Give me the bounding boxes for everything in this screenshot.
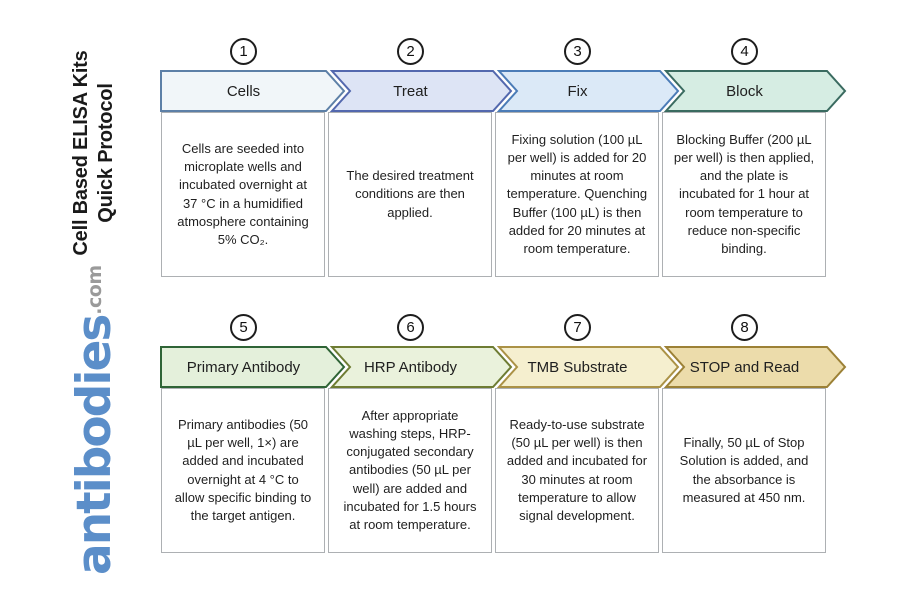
step-description: Ready-to-use substrate (50 µL per well) … bbox=[506, 416, 648, 523]
step-description-box: Cells are seeded into microplate wells a… bbox=[161, 112, 325, 277]
step-label: Block bbox=[726, 82, 763, 100]
step-2: 2 Treat The desired treatment conditions… bbox=[327, 38, 513, 277]
step-label: TMB Substrate bbox=[527, 358, 628, 376]
step-number-badge: 2 bbox=[397, 38, 424, 65]
step-arrow-shape bbox=[160, 346, 346, 388]
step-6-header: HRP Antibody bbox=[327, 346, 513, 388]
step-label: HRP Antibody bbox=[363, 358, 458, 376]
step-3: 3 Fix Fixing solution (100 µL per well) … bbox=[494, 38, 680, 277]
page-title: Cell Based ELISA Kits Quick Protocol bbox=[69, 33, 121, 273]
step-2-header: Treat bbox=[327, 70, 513, 112]
step-7-header: TMB Substrate bbox=[494, 346, 680, 388]
step-arrow-shape bbox=[496, 346, 680, 388]
step-number-badge: 4 bbox=[731, 38, 758, 65]
step-8: 8 STOP and Read Finally, 50 µL of Stop S… bbox=[661, 314, 847, 553]
logo-wordmark: antibodies bbox=[67, 315, 122, 575]
step-4-number-wrap: 4 bbox=[661, 38, 828, 70]
step-2-number-wrap: 2 bbox=[327, 38, 494, 70]
step-8-number-wrap: 8 bbox=[661, 314, 828, 346]
step-description-box: Finally, 50 µL of Stop Solution is added… bbox=[662, 388, 826, 553]
step-1-number-wrap: 1 bbox=[160, 38, 327, 70]
step-description-box: After appropriate washing steps, HRP-con… bbox=[328, 388, 492, 553]
step-description: The desired treatment conditions are the… bbox=[346, 168, 474, 220]
step-description-box: Primary antibodies (50 µL per well, 1×) … bbox=[161, 388, 325, 553]
step-arrow-shape bbox=[329, 70, 513, 112]
step-label: Cells bbox=[226, 82, 261, 100]
step-1: 1 Cells Cells are seeded into microplate… bbox=[160, 38, 346, 277]
step-4-header: Block bbox=[661, 70, 847, 112]
step-number-badge: 8 bbox=[731, 314, 758, 341]
step-7-number-wrap: 7 bbox=[494, 314, 661, 346]
step-description-box: Ready-to-use substrate (50 µL per well) … bbox=[495, 388, 659, 553]
step-description: Finally, 50 µL of Stop Solution is added… bbox=[679, 435, 809, 505]
step-description-box: The desired treatment conditions are the… bbox=[328, 112, 492, 277]
step-number-badge: 1 bbox=[230, 38, 257, 65]
step-arrow-shape bbox=[663, 70, 847, 112]
step-5-number-wrap: 5 bbox=[160, 314, 327, 346]
step-number-badge: 5 bbox=[230, 314, 257, 341]
step-7: 7 TMB Substrate Ready-to-use substrate (… bbox=[494, 314, 680, 553]
step-arrow-shape bbox=[329, 346, 513, 388]
step-label: Fix bbox=[567, 82, 588, 100]
step-label: STOP and Read bbox=[689, 358, 800, 376]
step-6-number-wrap: 6 bbox=[327, 314, 494, 346]
step-3-number-wrap: 3 bbox=[494, 38, 661, 70]
step-number-badge: 3 bbox=[564, 38, 591, 65]
step-arrow-shape bbox=[496, 70, 680, 112]
page-title-line1: Cell Based ELISA Kits bbox=[70, 50, 92, 256]
step-arrow-shape bbox=[663, 346, 847, 388]
step-description: Blocking Buffer (200 µL per well) is the… bbox=[673, 131, 815, 256]
logo-tld: .com bbox=[84, 265, 106, 315]
protocol-row-1: 1 Cells Cells are seeded into microplate… bbox=[160, 38, 847, 277]
step-8-header: STOP and Read bbox=[661, 346, 847, 388]
step-5-header: Primary Antibody bbox=[160, 346, 346, 388]
step-description: After appropriate washing steps, HRP-con… bbox=[343, 407, 477, 532]
step-description: Fixing solution (100 µL per well) is add… bbox=[506, 131, 648, 256]
step-description: Primary antibodies (50 µL per well, 1×) … bbox=[174, 416, 312, 523]
protocol-row-2: 5 Primary Antibody Primary antibodies (5… bbox=[160, 314, 847, 553]
step-description-box: Fixing solution (100 µL per well) is add… bbox=[495, 112, 659, 277]
step-label: Primary Antibody bbox=[186, 358, 301, 376]
step-arrow-shape bbox=[160, 70, 346, 112]
step-4: 4 Block Blocking Buffer (200 µL per well… bbox=[661, 38, 847, 277]
step-6: 6 HRP Antibody After appropriate washing… bbox=[327, 314, 513, 553]
antibodies-logo: antibodies.com bbox=[67, 265, 129, 575]
step-number-badge: 6 bbox=[397, 314, 424, 341]
page-title-line2: Quick Protocol bbox=[95, 83, 117, 223]
step-number-badge: 7 bbox=[564, 314, 591, 341]
step-label: Treat bbox=[393, 82, 428, 100]
step-3-header: Fix bbox=[494, 70, 680, 112]
step-5: 5 Primary Antibody Primary antibodies (5… bbox=[160, 314, 346, 553]
step-description-box: Blocking Buffer (200 µL per well) is the… bbox=[662, 112, 826, 277]
step-description: Cells are seeded into microplate wells a… bbox=[177, 140, 309, 247]
step-1-header: Cells bbox=[160, 70, 346, 112]
